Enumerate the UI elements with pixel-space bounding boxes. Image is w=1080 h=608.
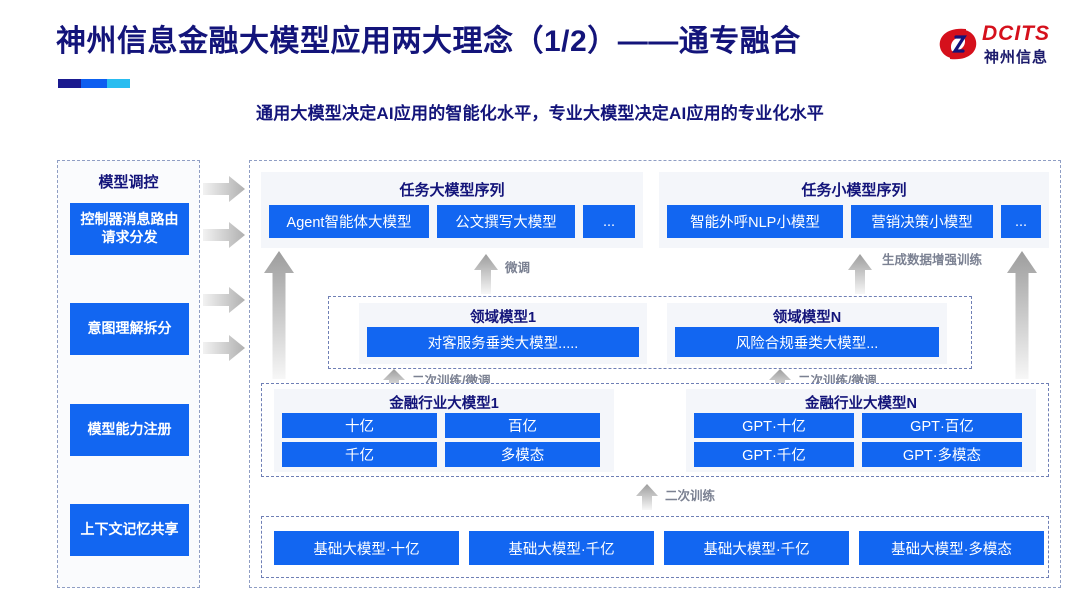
- industry-model-n-chip-2[interactable]: GPT·百亿: [862, 413, 1022, 438]
- flow-arrow-right-1: [203, 176, 245, 202]
- underline-segment-2: [81, 79, 107, 88]
- task-chip-outbound-nlp[interactable]: 智能外呼NLP小模型: [667, 205, 843, 238]
- logo-text-cn: 神州信息: [984, 49, 1049, 66]
- industry-model-1: 金融行业大模型1 十亿 百亿 千亿 多模态: [274, 389, 614, 472]
- industry-model-frame: 金融行业大模型1 十亿 百亿 千亿 多模态 金融行业大模型N GPT·十亿 GP…: [261, 383, 1049, 477]
- dcits-swirl-icon: [939, 28, 977, 60]
- flow-arrow-right-3: [203, 287, 245, 313]
- domain-model-n-chip[interactable]: 风险合规垂类大模型...: [675, 327, 939, 357]
- control-panel-title: 模型调控: [98, 174, 159, 191]
- flow-arrow-up-retrain-finetune-right: [769, 369, 791, 393]
- brand-logo: DCITS 神州信息: [936, 20, 1066, 72]
- base-model-frame: 基础大模型·十亿 基础大模型·千亿 基础大模型·千亿 基础大模型·多模态: [261, 516, 1049, 578]
- industry-model-n-title: 金融行业大模型N: [805, 396, 917, 412]
- flow-label-retrain: 二次训练: [665, 489, 716, 503]
- logo-text-en: DCITS: [982, 22, 1050, 45]
- underline-segment-3: [106, 79, 130, 88]
- control-item-intent[interactable]: 意图理解拆分: [70, 303, 189, 355]
- control-item-router[interactable]: 控制器消息路由请求分发: [70, 203, 189, 255]
- architecture-diagram: 任务大模型序列 Agent智能体大模型 公文撰写大模型 ... 任务小模型序列 …: [249, 160, 1061, 588]
- flow-arrow-up-retrain-finetune-left: [383, 369, 405, 393]
- task-panel-small-title: 任务小模型序列: [801, 182, 907, 199]
- industry-model-n: 金融行业大模型N GPT·十亿 GPT·百亿 GPT·千亿 GPT·多模态: [686, 389, 1036, 472]
- task-chip-document-writing[interactable]: 公文撰写大模型: [437, 205, 575, 238]
- domain-model-1: 领域模型1 对客服务垂类大模型.....: [359, 303, 647, 364]
- flow-arrow-up-data-augment: [848, 254, 872, 294]
- base-model-chip-3[interactable]: 基础大模型·千亿: [664, 531, 849, 565]
- title-underline-bar: [58, 79, 130, 88]
- industry-model-n-chip-3[interactable]: GPT·千亿: [694, 442, 854, 467]
- control-item-context[interactable]: 上下文记忆共享: [70, 504, 189, 556]
- task-panel-large-title: 任务大模型序列: [399, 182, 505, 199]
- industry-model-1-title: 金融行业大模型1: [389, 396, 499, 412]
- task-chip-marketing-decision[interactable]: 营销决策小模型: [851, 205, 993, 238]
- task-panel-large-models: 任务大模型序列 Agent智能体大模型 公文撰写大模型 ...: [261, 172, 643, 248]
- task-panel-small-models: 任务小模型序列 智能外呼NLP小模型 营销决策小模型 ...: [659, 172, 1049, 248]
- task-chip-agent[interactable]: Agent智能体大模型: [269, 205, 429, 238]
- flow-arrow-up-left-tall: [264, 251, 294, 379]
- control-item-registry[interactable]: 模型能力注册: [70, 404, 189, 456]
- flow-arrow-up-retrain: [636, 484, 658, 510]
- industry-model-1-chip-2[interactable]: 百亿: [445, 413, 600, 438]
- task-chip-more-large[interactable]: ...: [583, 205, 635, 238]
- page-title: 神州信息金融大模型应用两大理念（1/2）——通专融合: [56, 25, 801, 58]
- flow-arrow-right-4: [203, 335, 245, 361]
- flow-label-finetune: 微调: [505, 261, 531, 275]
- base-model-chip-1[interactable]: 基础大模型·十亿: [274, 531, 459, 565]
- base-model-chip-4[interactable]: 基础大模型·多模态: [859, 531, 1044, 565]
- domain-model-1-chip[interactable]: 对客服务垂类大模型.....: [367, 327, 639, 357]
- control-panel: 模型调控 控制器消息路由请求分发 意图理解拆分 模型能力注册 上下文记忆共享: [57, 160, 200, 588]
- flow-arrow-up-right-tall: [1007, 251, 1037, 379]
- industry-model-1-chip-4[interactable]: 多模态: [445, 442, 600, 467]
- industry-model-1-chip-3[interactable]: 千亿: [282, 442, 437, 467]
- base-model-chip-2[interactable]: 基础大模型·千亿: [469, 531, 654, 565]
- industry-model-n-chip-4[interactable]: GPT·多模态: [862, 442, 1022, 467]
- flow-arrow-up-finetune: [474, 254, 498, 294]
- task-chip-more-small[interactable]: ...: [1001, 205, 1041, 238]
- domain-model-n: 领域模型N 风险合规垂类大模型...: [667, 303, 947, 364]
- domain-model-n-title: 领域模型N: [772, 310, 842, 326]
- underline-segment-1: [58, 79, 82, 88]
- domain-model-1-title: 领域模型1: [469, 310, 537, 326]
- industry-model-n-chip-1[interactable]: GPT·十亿: [694, 413, 854, 438]
- domain-model-frame: 领域模型1 对客服务垂类大模型..... 领域模型N 风险合规垂类大模型...: [328, 296, 972, 369]
- flow-label-data-augment: 生成数据增强训练: [881, 253, 982, 267]
- industry-model-1-chip-1[interactable]: 十亿: [282, 413, 437, 438]
- page-subtitle: 通用大模型决定AI应用的智能化水平，专业大模型决定AI应用的专业化水平: [256, 104, 824, 123]
- flow-arrow-right-2: [203, 222, 245, 248]
